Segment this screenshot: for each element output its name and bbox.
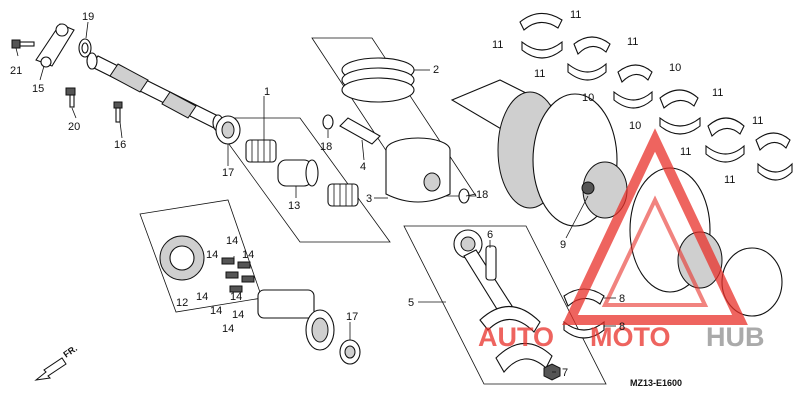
- primary-drive-hub: [257, 289, 335, 351]
- callout-11-g: 11: [680, 146, 691, 158]
- callout-8-upper: 8: [619, 293, 625, 305]
- callout-9: 9: [560, 239, 566, 251]
- callout-20: 20: [68, 121, 80, 133]
- o-ring-19: [78, 38, 92, 58]
- callout-18-upper: 18: [320, 141, 332, 153]
- callout-11-a: 11: [570, 9, 581, 21]
- seal-17-lower: [339, 339, 361, 365]
- seal-17-upper: [215, 115, 241, 145]
- gear-12: [159, 235, 205, 281]
- clip-18-lower: [458, 188, 470, 204]
- callout-14-a: 14: [226, 235, 238, 247]
- piston-3: [385, 137, 451, 203]
- rod-group-box: [403, 225, 607, 385]
- primary-shaft: [86, 52, 224, 132]
- callout-7: 7: [562, 367, 568, 379]
- callout-17-lower: 17: [346, 311, 358, 323]
- callout-8-lower: 8: [619, 321, 625, 333]
- callout-5: 5: [408, 297, 414, 309]
- watermark-inner-triangle: [601, 195, 709, 307]
- callout-1: 1: [264, 86, 270, 98]
- callout-14-b: 14: [206, 249, 218, 261]
- front-direction-label: FR.: [61, 343, 79, 360]
- shaft-holder-15: [35, 23, 75, 68]
- callout-11-d: 11: [534, 68, 545, 80]
- bolt-20: [65, 87, 76, 108]
- callout-6: 6: [487, 229, 493, 241]
- watermark: AUTO MOTO HUB: [478, 128, 765, 352]
- rod-cap: [495, 343, 553, 373]
- dampers-14: [221, 257, 255, 293]
- callout-10-a: 10: [669, 62, 681, 74]
- callout-14-f: 14: [210, 305, 222, 317]
- callout-14-d: 14: [196, 291, 208, 303]
- clip-18-upper: [322, 114, 334, 130]
- collar-13: [277, 159, 319, 187]
- rod-bolt-6: [485, 245, 497, 281]
- callout-11-h: 11: [724, 174, 735, 186]
- watermark-part-b: MOTO: [590, 322, 671, 352]
- callout-10-c: 10: [629, 120, 641, 132]
- callout-21: 21: [10, 65, 22, 77]
- callout-19: 19: [82, 11, 94, 23]
- callout-14-h: 14: [222, 323, 234, 335]
- callout-13: 13: [288, 200, 300, 212]
- watermark-triangle: [562, 128, 748, 325]
- front-direction-arrow: FR.: [34, 343, 79, 381]
- callout-18-lower: 18: [476, 189, 488, 201]
- diagram-code: MZ13-E1600: [630, 378, 682, 388]
- leader-lines: [15, 21, 616, 373]
- bolt-16: [113, 101, 123, 123]
- bolt-21: [11, 39, 35, 49]
- needle-bearing-1-upper: [245, 139, 277, 163]
- crankshaft-9: [450, 79, 783, 317]
- callout-11-c: 11: [627, 36, 638, 48]
- callout-10-b: 10: [582, 92, 594, 104]
- callout-15: 15: [32, 83, 44, 95]
- bearing-shells: [519, 12, 793, 181]
- callout-14-c: 14: [242, 249, 254, 261]
- callout-11-e: 11: [712, 87, 723, 99]
- watermark-part-a: AUTO: [478, 322, 554, 352]
- connecting-rod-5: [453, 229, 541, 333]
- needle-bearing-1-lower: [327, 183, 359, 207]
- bearing-group-box: [209, 117, 391, 243]
- callout-17-upper: 17: [222, 167, 234, 179]
- piston-pin-4: [339, 117, 381, 145]
- piston-rings-2: [341, 57, 415, 103]
- callout-3: 3: [366, 193, 372, 205]
- callout-11-f: 11: [752, 115, 763, 127]
- callout-11-b: 11: [492, 39, 503, 51]
- callout-14-e: 14: [230, 291, 242, 303]
- callout-2: 2: [433, 64, 439, 76]
- callout-4: 4: [360, 161, 366, 173]
- callout-12: 12: [176, 297, 188, 309]
- callout-14-g: 14: [232, 309, 244, 321]
- callout-16: 16: [114, 139, 126, 151]
- piston-group-box: [311, 37, 477, 197]
- watermark-part-c: HUB: [706, 322, 765, 352]
